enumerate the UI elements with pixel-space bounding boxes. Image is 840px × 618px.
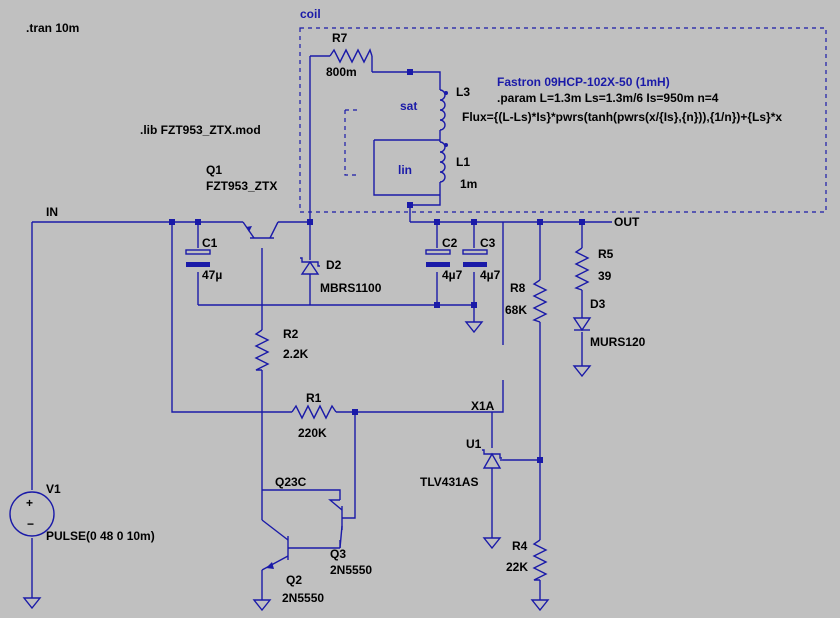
q3-ref: Q3 [330,547,346,561]
r7-ref: R7 [332,31,348,45]
resistor-r4[interactable]: R4 22K [506,539,548,581]
wires [31,55,612,600]
capacitor-c1[interactable]: C1 47µ [185,236,222,282]
coil-param: .param L=1.3m Ls=1.3m/6 Is=950m n=4 [497,91,719,105]
v1-ref: V1 [46,482,61,496]
c1-value: 47µ [202,268,222,282]
capacitor-c3[interactable]: C3 4µ7 [462,236,501,282]
l1-ref: L1 [456,155,470,169]
net-label-q23c: Q23C [275,475,307,489]
ground-icon [482,537,502,550]
u1-ref: U1 [466,437,482,451]
r2-value: 2.2K [283,347,309,361]
ground-icon [252,599,272,612]
d2-ref: D2 [326,258,342,272]
q1-value: FZT953_ZTX [206,179,277,193]
r4-value: 22K [506,560,528,574]
c1-ref: C1 [202,236,218,250]
junctions [169,69,585,463]
transistor-q3[interactable]: Q3 2N5550 [328,499,372,577]
lib-directive: .lib FZT953_ZTX.mod [140,123,261,137]
q1-ref: Q1 [206,163,222,177]
d3-value: MURS120 [590,335,646,349]
c2-ref: C2 [442,236,458,250]
net-label-x1a: X1A [471,399,495,413]
capacitor-c2[interactable]: C2 4µ7 [425,236,463,282]
l1-value: 1m [460,177,477,191]
tran-directive: .tran 10m [26,21,79,35]
inductor-l3[interactable]: L3 [439,85,470,131]
v1-plus: + [26,496,33,510]
r5-value: 39 [598,269,612,283]
coil-block-border [299,27,827,213]
inductor-l1[interactable]: L1 1m [439,141,477,191]
resistor-r7[interactable]: R7 800m [326,31,373,79]
ground-icon [530,599,550,612]
ground-icon [572,365,592,378]
net-label-out: OUT [614,215,640,229]
resistor-r1[interactable]: R1 220K [291,391,337,440]
c2-value: 4µ7 [442,268,463,282]
diode-d3[interactable]: D3 MURS120 [572,297,646,349]
v1-minus: − [27,517,34,531]
r5-ref: R5 [598,247,614,261]
q3-value: 2N5550 [330,563,372,577]
q2-ref: Q2 [286,573,302,587]
r7-value: 800m [326,65,357,79]
diode-d2[interactable]: D2 MBRS1100 [300,257,382,296]
coil-part-name: Fastron 09HCP-102X-50 (1mH) [497,75,670,89]
transistor-q1[interactable]: Q1 FZT953_ZTX [206,163,279,239]
ground-icon [464,321,484,334]
resistor-r8[interactable]: R8 68K [505,279,548,323]
resistor-r5[interactable]: R5 39 [574,247,614,291]
d3-ref: D3 [590,297,606,311]
net-label-in: IN [46,205,58,219]
c3-value: 4µ7 [480,268,501,282]
transistor-q2[interactable]: Q2 2N5550 [261,519,340,605]
coil-block-title: coil [300,7,321,21]
coil-flux: Flux={(L-Ls)*Is}*pwrs(tanh(pwrs(x/{Is},{… [462,110,782,124]
r1-value: 220K [298,426,327,440]
l3-ref: L3 [456,85,470,99]
sat-label: sat [400,99,417,113]
r2-ref: R2 [283,327,299,341]
r4-ref: R4 [512,539,528,553]
resistor-r2[interactable]: R2 2.2K [254,327,309,371]
d2-value: MBRS1100 [320,281,382,295]
q2-value: 2N5550 [282,591,324,605]
voltage-source-v1[interactable]: + − V1 PULSE(0 48 0 10m) [9,482,155,543]
u1-value: TLV431AS [420,475,478,489]
c3-ref: C3 [480,236,496,250]
shunt-regulator-u1[interactable]: U1 TLV431AS [420,437,503,489]
r8-ref: R8 [510,281,526,295]
lin-label: lin [398,163,412,177]
r1-ref: R1 [306,391,322,405]
v1-value: PULSE(0 48 0 10m) [46,529,155,543]
ground-icon [22,597,42,610]
ground-symbols [22,321,592,612]
r8-value: 68K [505,303,527,317]
